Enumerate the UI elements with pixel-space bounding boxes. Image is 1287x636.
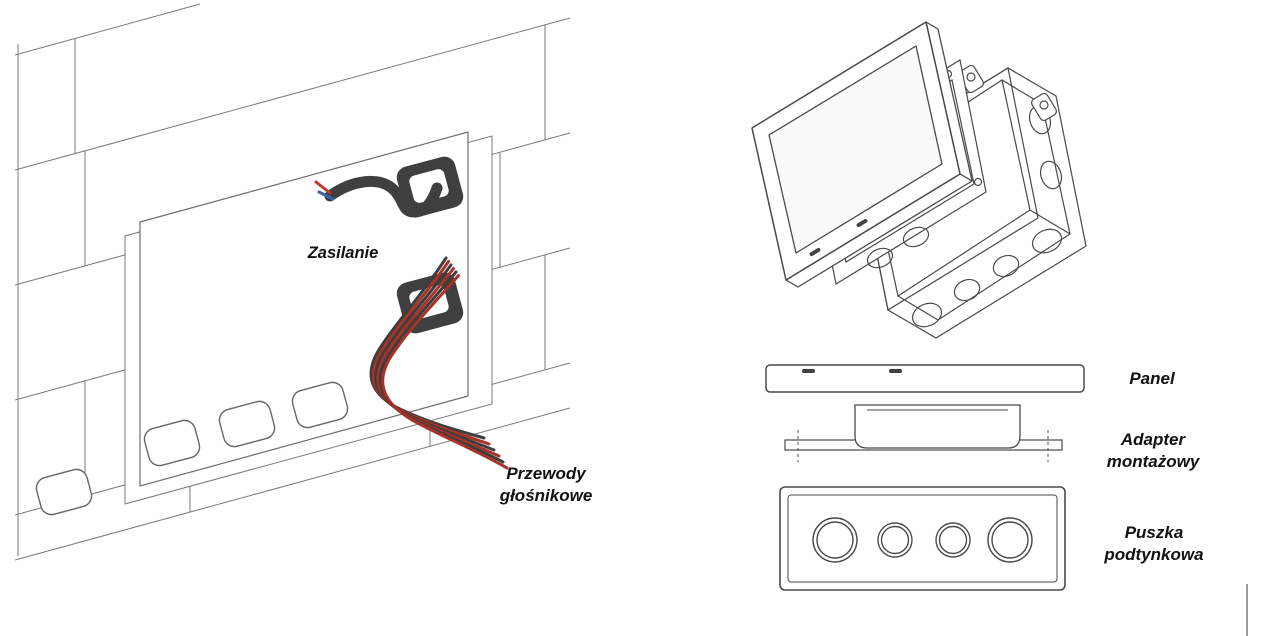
speaker-cables — [369, 256, 509, 470]
screw-tab — [1030, 92, 1058, 122]
label-speaker-line2: głośnikowe — [499, 486, 593, 505]
power-cable — [314, 175, 443, 218]
label-adapter-line2: montażowy — [1106, 452, 1200, 471]
flush-box-side-view — [779, 486, 1066, 591]
label-speaker-line1: Przewody — [506, 464, 586, 483]
label-mounting-adapter: Adapter montażowy — [1092, 429, 1214, 473]
label-box-line1: Puszka — [1124, 523, 1184, 542]
panel-screen — [768, 45, 943, 254]
adapter-side-view — [784, 404, 1063, 462]
knockout-holes — [35, 381, 349, 516]
label-flush-box: Puszka podtynkowa — [1088, 522, 1220, 566]
label-box-line2: podtynkowa — [1104, 545, 1204, 564]
label-adapter-line1: Adapter — [1120, 430, 1186, 449]
wall-cable-illustration — [14, 3, 571, 561]
side-view-illustration — [765, 364, 1085, 591]
exploded-view-illustration — [751, 21, 1087, 339]
label-speaker-wires: Przewody głośnikowe — [490, 463, 602, 507]
label-power-cable: Zasilanie — [307, 244, 379, 262]
page-edge-line — [1246, 584, 1248, 636]
front-panel-3d — [751, 21, 973, 288]
panel-side-view — [765, 364, 1085, 393]
label-panel: Panel — [1129, 369, 1175, 388]
